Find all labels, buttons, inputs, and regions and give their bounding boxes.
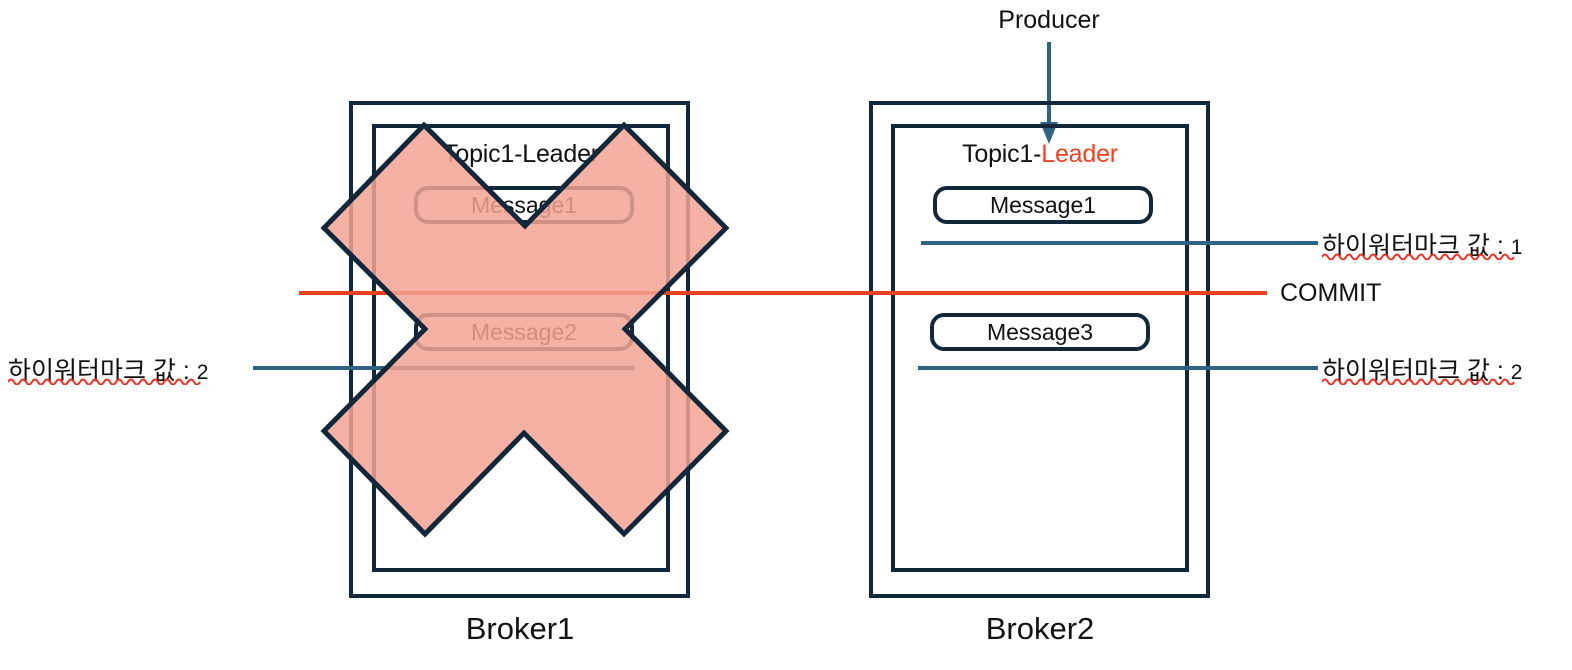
commit-label: COMMIT <box>1280 279 1382 307</box>
broker2-inner-frame <box>891 124 1189 572</box>
broker2-outer-frame <box>869 101 1210 598</box>
right-bottom-highwatermark-text: 하이워터마크 값 : <box>1322 357 1511 385</box>
right-bottom-highwatermark-spellcheck-underline <box>1322 378 1515 385</box>
right-top-highwatermark-spellcheck-underline <box>1322 253 1515 260</box>
right-top-highwatermark-label: 하이워터마크 값 : 1 <box>1322 226 1522 262</box>
broker2-highwatermark-top-line <box>921 241 1318 245</box>
broker2-caption: Broker2 <box>985 611 1095 646</box>
broker1-topic-prefix: Topic1- <box>443 140 523 168</box>
right-top-highwatermark-text: 하이워터마크 값 : <box>1322 232 1511 260</box>
left-highwatermark-value: 2 <box>196 361 209 384</box>
broker2-message-1-label: Message1 <box>989 191 1097 218</box>
broker1-message-1-label: Message1 <box>470 191 578 218</box>
broker2-message-2[interactable]: Message3 <box>930 313 1150 351</box>
broker2-message-1[interactable]: Message1 <box>933 186 1153 224</box>
left-highwatermark-spellcheck-underline <box>8 378 201 385</box>
broker2-topic-prefix: Topic1- <box>962 140 1042 168</box>
broker2-highwatermark-bottom-line <box>918 366 1318 370</box>
right-top-highwatermark-value: 1 <box>1510 236 1523 259</box>
right-bottom-highwatermark-label: 하이워터마크 값 : 2 <box>1322 351 1522 387</box>
left-highwatermark-label: 하이워터마크 값 : 2 <box>8 351 208 387</box>
broker1-topic-label: Topic1-Leader <box>372 140 670 169</box>
right-bottom-highwatermark-value: 2 <box>1510 361 1523 384</box>
broker1-message-2-label: Message2 <box>470 318 578 345</box>
broker2-message-2-label: Message3 <box>986 318 1094 345</box>
broker1-topic-role: Leader <box>522 140 599 168</box>
broker2-topic-label: Topic1-Leader <box>891 140 1189 169</box>
broker1-caption: Broker1 <box>465 611 575 646</box>
commit-line <box>299 291 1267 295</box>
broker1-message-1[interactable]: Message1 <box>414 186 634 224</box>
broker1-highwatermark-line <box>253 366 635 370</box>
broker1-message-2[interactable]: Message2 <box>414 313 634 351</box>
producer-label: Producer <box>998 6 1100 34</box>
broker2-topic-role: Leader <box>1041 140 1118 168</box>
left-highwatermark-text: 하이워터마크 값 : <box>8 357 197 385</box>
